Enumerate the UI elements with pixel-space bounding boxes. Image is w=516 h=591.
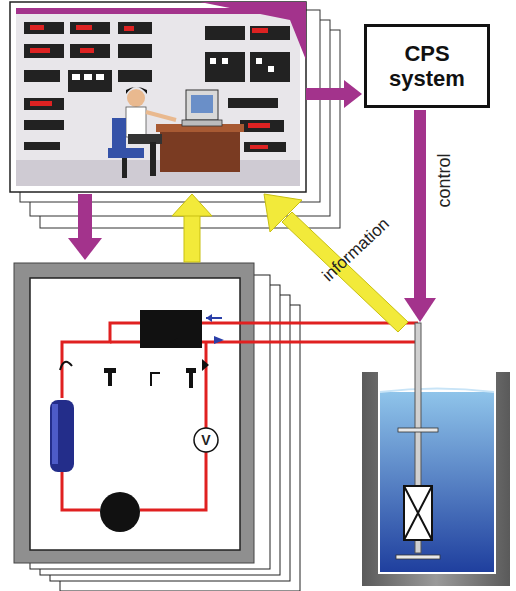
- voltmeter-symbol-label: V: [201, 432, 210, 448]
- system-box: CPS system: [364, 24, 490, 108]
- arrows: [68, 80, 436, 332]
- system-label: CPS system: [367, 41, 487, 92]
- reactor-vessel: [362, 323, 510, 586]
- control-label: control: [434, 153, 455, 207]
- schematic-panel: [14, 263, 418, 563]
- control-room-picture: [10, 2, 306, 192]
